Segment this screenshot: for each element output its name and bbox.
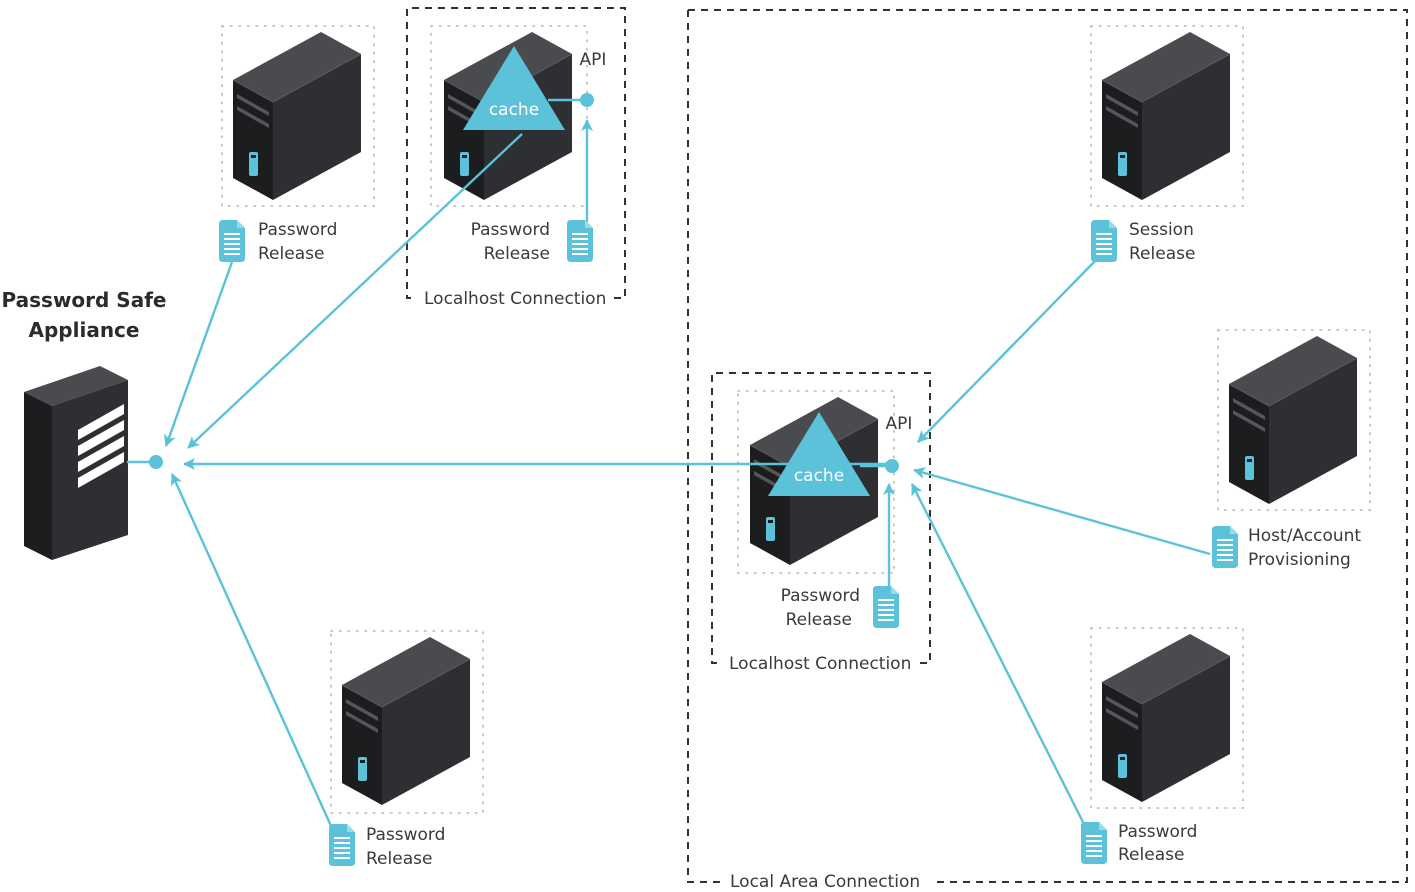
link-top-left-to-appliance [164, 261, 234, 447]
label-top-cache-line1: Password [471, 220, 550, 240]
server-lan-top [1101, 31, 1231, 201]
link-lan-bottom-to-api [910, 483, 1087, 827]
server-frame [330, 630, 484, 814]
document-icon [1081, 822, 1107, 864]
server-bottom-left [341, 636, 471, 806]
label-top-left-line1: Password [258, 220, 337, 240]
label-lan-top-line2: Release [1129, 244, 1195, 264]
server-frame [221, 25, 375, 207]
appliance-endpoint [149, 455, 163, 469]
label-bottom-left-line1: Password [366, 825, 445, 845]
appliance-title-line2: Appliance [29, 318, 140, 342]
server-frame [1217, 329, 1371, 511]
server-frame [1090, 627, 1244, 809]
label-lan-right-line1: Host/Account [1248, 526, 1361, 546]
server-lan-bottom [1101, 633, 1231, 803]
server-lan-right [1228, 335, 1358, 505]
api-endpoint-top [580, 93, 594, 107]
localhost-top-label: Localhost Connection [424, 289, 606, 309]
label-lan-bottom-line2: Release [1118, 845, 1184, 865]
password-safe-appliance: Password Safe Appliance [2, 288, 167, 560]
document-icon [219, 220, 245, 262]
label-lan-right-line2: Provisioning [1248, 550, 1351, 570]
link-bottom-left-to-appliance [170, 473, 333, 827]
server-top-left [232, 31, 362, 201]
label-top-cache-line2: Release [484, 244, 550, 264]
document-icon [329, 824, 355, 866]
cache-mid: cache [768, 412, 870, 496]
server-frame [1090, 25, 1244, 207]
cache-top-label: cache [489, 100, 539, 120]
lan-group-label: Local Area Connection [730, 872, 920, 892]
document-icon [1091, 220, 1117, 262]
label-mid-cache-line1: Password [781, 586, 860, 606]
localhost-connection-group-top: Localhost Connection [406, 7, 626, 309]
link-session-to-api [917, 259, 1097, 443]
document-icon [567, 220, 593, 262]
link-top-cache-to-appliance [187, 133, 523, 449]
document-icon [1212, 526, 1238, 568]
link-provisioning-to-api [913, 467, 1211, 556]
document-icon [873, 586, 899, 628]
cache-mid-label: cache [794, 466, 844, 486]
localhost-connection-group-mid: Localhost Connection [711, 372, 931, 674]
label-lan-top-line1: Session [1129, 220, 1194, 240]
label-lan-bottom-line1: Password [1118, 822, 1197, 842]
label-top-left-line2: Release [258, 244, 324, 264]
local-area-connection-group: Local Area Connection [687, 9, 1408, 892]
api-label-mid: API [886, 414, 913, 434]
label-mid-cache-line2: Release [786, 610, 852, 630]
api-endpoint-mid [885, 459, 899, 473]
api-label-top: API [580, 50, 607, 70]
server-frame [430, 25, 588, 207]
server-frame [737, 390, 895, 574]
cache-top: cache [463, 46, 565, 130]
label-bottom-left-line2: Release [366, 849, 432, 869]
localhost-mid-label: Localhost Connection [729, 654, 911, 674]
appliance-title-line1: Password Safe [2, 288, 167, 312]
